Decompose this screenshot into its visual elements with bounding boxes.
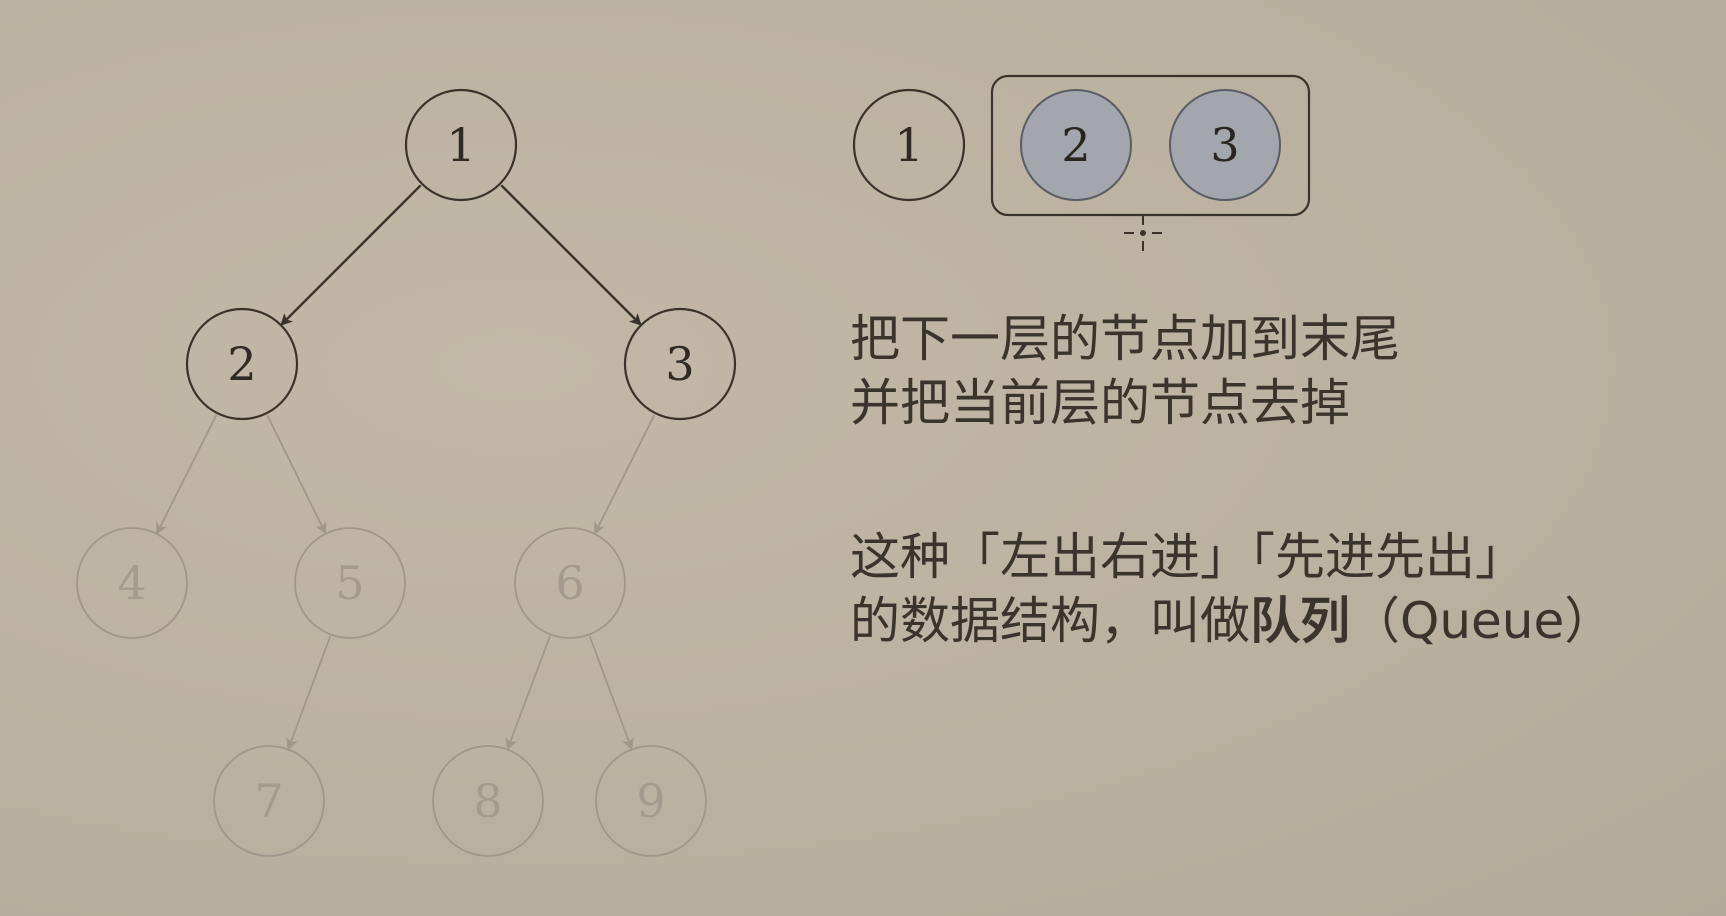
tree-node-circle [185, 307, 299, 421]
tree-node-label: 6 [555, 556, 584, 610]
tree-node-label: 8 [473, 774, 502, 828]
crosshair-cursor-icon [1124, 215, 1162, 251]
tree-edge-2-5 [266, 414, 327, 535]
caption-queue-term: 队列 [1250, 592, 1350, 650]
tree-node-circle [76, 527, 188, 639]
queue-item-circle [1020, 89, 1132, 201]
tree-edge-5-7 [286, 636, 331, 751]
tree-node-circle [404, 88, 518, 202]
tree-node-label: 5 [335, 556, 364, 610]
queue-item: 2 [1020, 89, 1132, 201]
tree-edges [156, 184, 656, 751]
tree-node-label: 4 [117, 556, 146, 610]
tree-node-8: 8 [432, 745, 544, 857]
dequeued-node-label: 1 [894, 118, 923, 172]
tree-node-circle [595, 745, 707, 857]
tree-edge-6-8 [505, 636, 551, 751]
tree-edge-3-6 [594, 414, 656, 535]
caption-line-3: 这种「左出右进」「先进先出」 [850, 528, 1525, 586]
tree-node-label: 7 [254, 774, 283, 828]
tree-edge-1-3 [500, 184, 642, 326]
tree-node-label: 3 [665, 337, 694, 391]
tree-node-6: 6 [514, 527, 626, 639]
caption-line-1: 把下一层的节点加到末尾 [850, 310, 1400, 368]
queue-item-circle [1169, 89, 1281, 201]
tree-node-circle [213, 745, 325, 857]
queue-item: 3 [1169, 89, 1281, 201]
tree-node-5: 5 [294, 527, 406, 639]
caption-line-2: 并把当前层的节点去掉 [850, 374, 1350, 432]
tree-node-circle [623, 307, 737, 421]
caption-line-4-suffix: （Queue） [1350, 592, 1615, 650]
dequeued-node: 1 [852, 88, 966, 202]
queue-box [990, 74, 1311, 217]
tree-node-4: 4 [76, 527, 188, 639]
tree-node-circle [514, 527, 626, 639]
tree-node-label: 1 [446, 118, 475, 172]
tree-edge-1-2 [280, 184, 422, 326]
tree-node-7: 7 [213, 745, 325, 857]
tree-node-2: 2 [185, 307, 299, 421]
queue-item-label: 3 [1210, 118, 1239, 172]
queue-visual: 1 2 3 [852, 74, 1311, 251]
caption-line-4-prefix: 的数据结构，叫做 [850, 592, 1250, 650]
caption-line-4: 的数据结构，叫做队列（Queue） [850, 590, 1614, 652]
tree-nodes: 1 2 3 4 5 6 7 8 9 [76, 88, 737, 857]
tree-node-3: 3 [623, 307, 737, 421]
queue-item-label: 2 [1061, 118, 1090, 172]
tree-edge-6-9 [589, 636, 634, 751]
tree-edge-2-4 [156, 414, 218, 535]
tree-node-1: 1 [404, 88, 518, 202]
tree-node-circle [432, 745, 544, 857]
tree-node-9: 9 [595, 745, 707, 857]
tree-node-label: 2 [227, 337, 256, 391]
tree-node-circle [294, 527, 406, 639]
dequeued-node-circle [852, 88, 966, 202]
tree-node-label: 9 [636, 774, 665, 828]
